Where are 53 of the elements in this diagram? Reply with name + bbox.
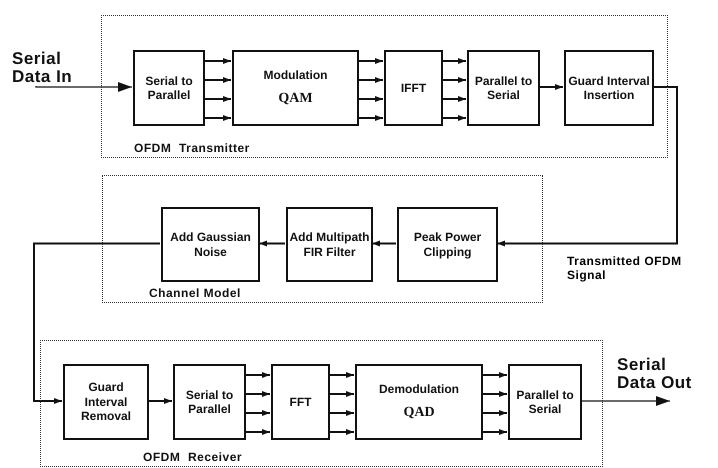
arrow — [358, 115, 383, 121]
arrow — [482, 372, 507, 378]
group-frame — [40, 340, 603, 467]
process-block: Parallel to Serial — [508, 364, 582, 440]
arrow — [497, 86, 678, 246]
arrow — [442, 77, 466, 83]
arrow — [204, 115, 231, 121]
arrow — [259, 240, 285, 246]
arrow — [539, 84, 563, 90]
process-block: Add Multipath FIR Filter — [286, 207, 373, 282]
io-label: Serial Data Out — [617, 356, 705, 394]
arrow — [329, 372, 354, 378]
process-block: Demodulation QAD — [355, 364, 483, 440]
arrow — [329, 391, 354, 397]
arrow — [245, 391, 270, 397]
group-title: OFDM Transmitter — [134, 141, 250, 155]
arrow — [148, 398, 172, 404]
arrow — [245, 410, 270, 416]
arrow — [204, 96, 231, 102]
process-block: IFFT — [384, 50, 443, 126]
arrow — [329, 429, 354, 435]
process-block: FFT — [271, 364, 330, 440]
arrow — [482, 391, 507, 397]
arrow — [33, 242, 160, 404]
group-title: Channel Model — [149, 286, 241, 300]
arrow — [581, 396, 670, 406]
arrow — [358, 96, 383, 102]
arrow — [35, 82, 132, 92]
io-label: Serial Data In — [12, 50, 96, 86]
arrow — [442, 115, 466, 121]
process-block: Guard Interval Insertion — [564, 50, 654, 126]
process-block: Serial to Parallel — [173, 364, 246, 440]
group-frame — [102, 175, 543, 303]
process-block: Guard Interval Removal — [63, 364, 149, 440]
arrow — [204, 58, 231, 64]
arrow — [372, 240, 396, 246]
arrow — [245, 429, 270, 435]
group-frame — [101, 15, 668, 158]
arrow — [442, 58, 466, 64]
process-block: Peak Power Clipping — [397, 207, 498, 282]
process-block: Add Gaussian Noise — [161, 207, 260, 282]
arrow — [329, 410, 354, 416]
process-block: Modulation QAM — [232, 50, 359, 126]
arrow — [358, 58, 383, 64]
arrow — [204, 77, 231, 83]
arrow — [482, 429, 507, 435]
arrow — [482, 410, 507, 416]
arrow — [358, 77, 383, 83]
arrow — [442, 96, 466, 102]
group-title: OFDM Receiver — [143, 450, 242, 464]
process-block: Parallel to Serial — [467, 50, 540, 126]
arrow — [245, 372, 270, 378]
process-block: Serial to Parallel — [133, 50, 205, 126]
